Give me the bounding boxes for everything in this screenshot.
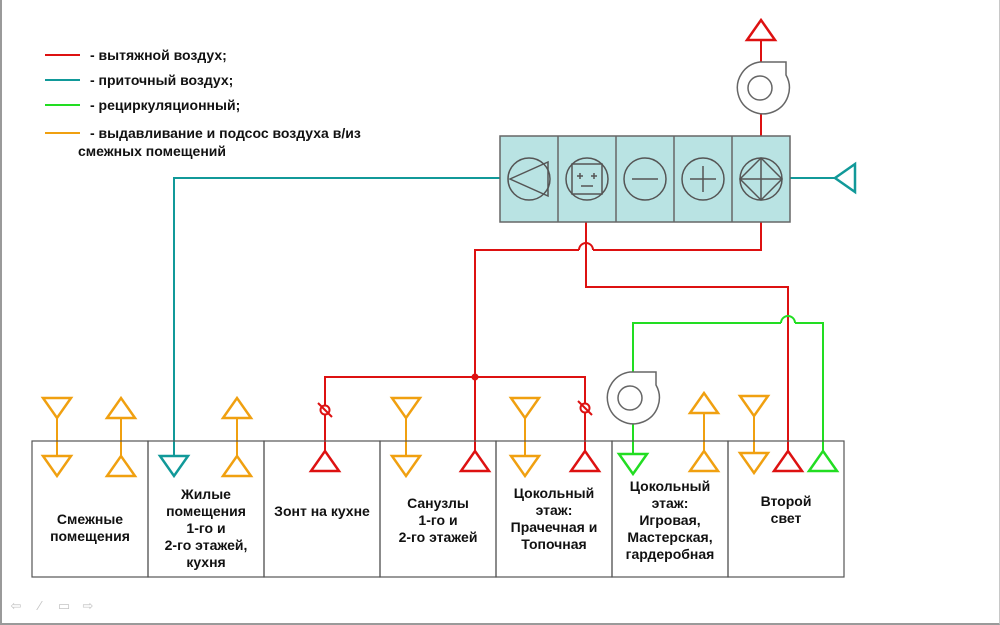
room-label-living: Жилые помещения 1-го и 2-го этажей, кухн… [164,485,248,570]
triangle-up-icon [220,453,254,478]
triangle-up-icon [104,453,138,478]
room-box-second-light [727,440,845,578]
recirculation-outlet-icon [616,452,650,477]
junction-exhaust [471,373,479,381]
pen-icon[interactable]: ⁄ [38,598,42,613]
legend-label-overflow: - выдавливание и подсос воздуха в/из смеж… [78,125,361,159]
overflow-markers [40,390,771,479]
legend-label-recirculation: - рециркуляционный; [90,97,240,113]
legend-label-exhaust: - вытяжной воздух; [90,47,227,63]
triangle-up-icon [104,395,138,420]
legend: - вытяжной воздух; - приточный воздух; -… [45,47,361,159]
supply-fan-icon [507,157,551,201]
exhaust-inlet-kitchen-icon [308,448,342,473]
room-label-basement-workshop: Цокольный этаж: Игровая, Мастерская, гар… [625,477,715,562]
exhaust-outlet-icon [744,17,778,42]
overflow-lines [56,412,755,456]
exhaust-inlet-second-light-icon [771,448,805,473]
supply-outlet-living-icon [157,454,191,479]
triangle-up-icon [687,390,721,415]
room-label-adjacent: Смежные помещения [50,510,130,544]
arrow-right-icon[interactable]: ⇨ [82,598,94,613]
supply-ducts [173,177,835,458]
heater-icon [681,157,725,201]
triangle-up-icon [220,395,254,420]
fresh-air-intake-icon [832,161,857,195]
recirculation-fan-icon [606,371,661,425]
legend-label-overflow-line: смежных помещений [78,143,226,159]
triangle-down-icon [389,454,423,479]
triangle-up-icon [687,448,721,473]
exhaust-inlet-basement-icon [568,448,602,473]
triangle-down-icon [40,396,74,421]
triangle-down-icon [508,454,542,479]
exhaust-ducts [324,40,789,458]
triangle-down-icon [508,396,542,421]
room-label-second-light: Второй свет [760,493,812,526]
air-handling-unit [499,135,791,223]
damper-basement [577,400,593,416]
room-boxes [31,440,845,578]
legend-label-supply: - приточный воздух; [90,72,233,88]
room-label-basement-laundry: Цокольный этаж: Прачечная и Топочная [510,485,598,552]
exhaust-inlet-bathroom-icon [458,448,492,473]
triangle-down-icon [737,394,771,419]
arrow-left-icon[interactable]: ⇦ [10,598,22,613]
room-label-bathrooms: Санузлы 1-го и 2-го этажей [398,495,478,545]
triangle-down-icon [737,451,771,476]
triangle-down-icon [40,454,74,479]
recirculation-inlet-icon [806,448,840,473]
menu-icon[interactable]: ▭ [57,598,71,613]
exhaust-fan-icon [736,61,791,115]
room-label-kitchen-hood: Зонт на кухне [274,502,370,519]
slide-navigation: ⇦ ⁄ ▭ ⇨ [8,598,96,614]
damper-kitchen-hood [317,402,333,418]
recirculation-ducts [632,315,824,458]
filter-icon [565,157,609,201]
cooler-icon [623,157,667,201]
legend-label-overflow-line: - выдавливание и подсос воздуха в/из [90,125,361,141]
recuperator-icon [738,156,784,202]
triangle-down-icon [389,396,423,421]
